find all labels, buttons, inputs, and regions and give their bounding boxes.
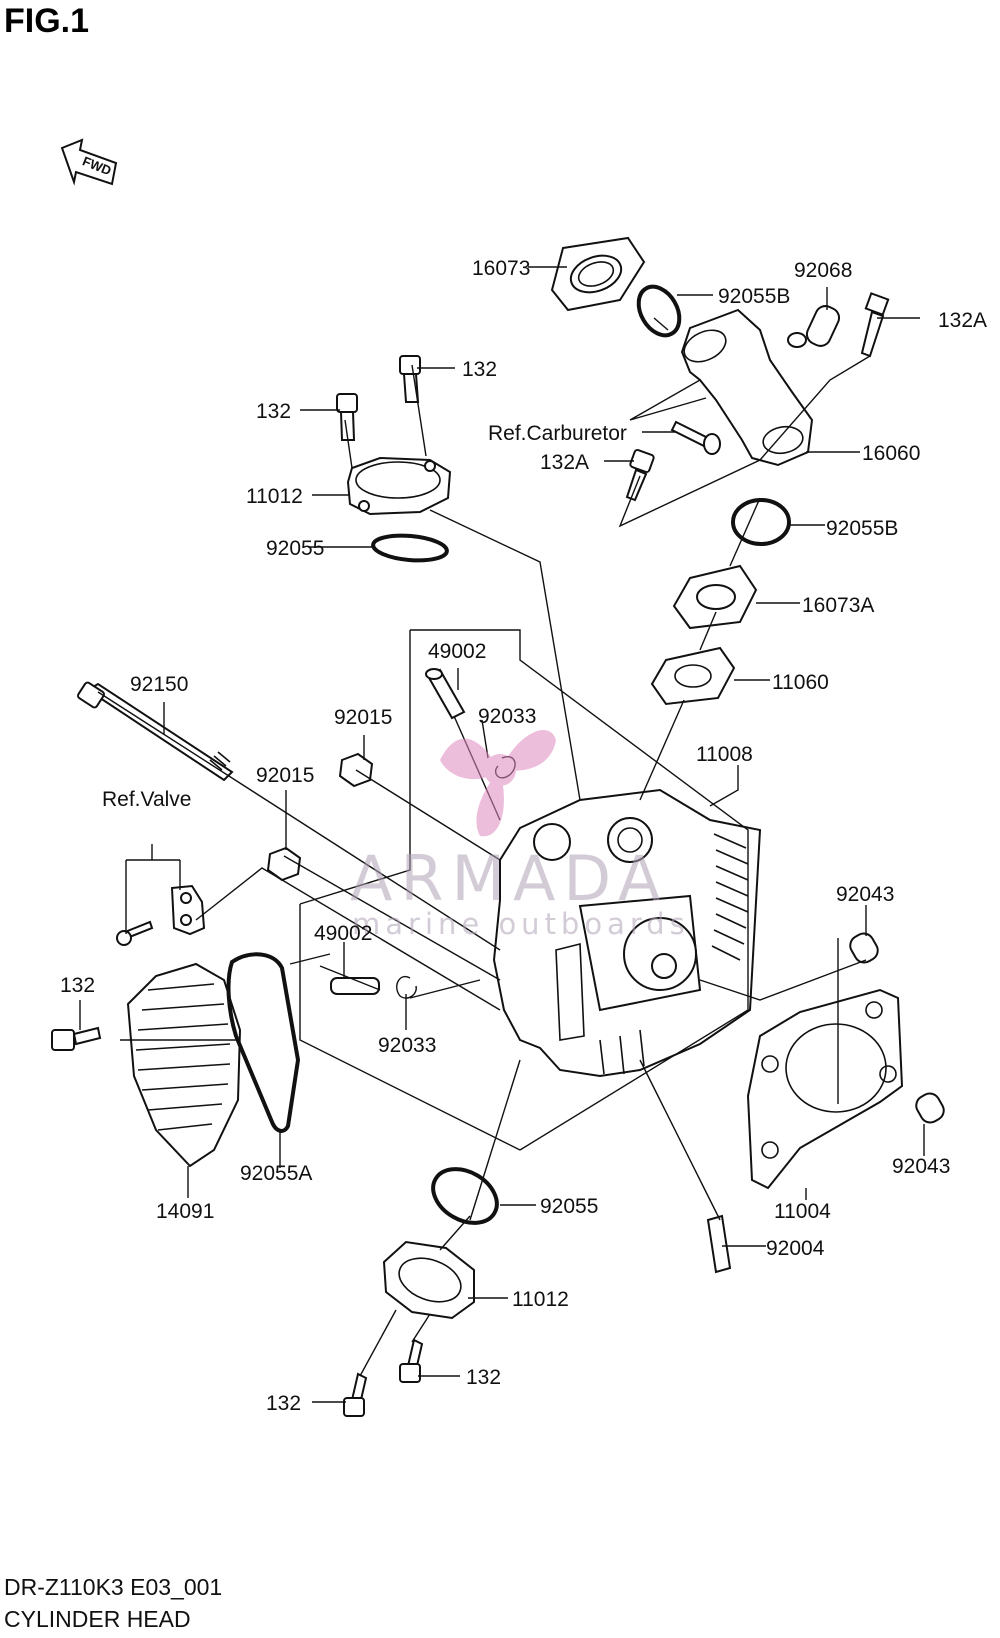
valve-guide-49002-top [425,668,466,720]
watermark: ARMADA marine outboards [350,730,690,941]
head-cover-14091 [126,962,242,1168]
callout-11004: 11004 [774,1200,831,1223]
callout-16073: 16073 [472,257,530,280]
bolt-132-left [336,393,358,441]
dowel-92068 [787,305,841,348]
callout-49002-low: 49002 [314,922,372,945]
leader-lines [79,266,925,1403]
gasket-92055a [226,952,301,1133]
callout-11060: 11060 [772,671,829,694]
fwd-arrow-icon: FWD [60,138,118,186]
intake-flange-16073 [550,236,646,312]
callout-92055a: 92055A [240,1162,312,1185]
stud-92004 [706,1214,732,1274]
gasket-11060 [650,646,736,706]
o-ring-92055b-mid [731,498,791,546]
figure-title: FIG.1 [4,2,90,40]
callout-11008: 11008 [696,743,753,766]
callout-92055b-mid: 92055B [826,517,898,540]
callout-132a-right: 132A [938,309,987,332]
dowel-92043-top [849,932,879,964]
cap-11012-low [382,1240,475,1320]
callout-92150: 92150 [130,673,188,696]
o-ring-92055-low [431,1167,499,1225]
callout-16073a: 16073A [802,594,874,617]
cylinder-head-11008 [492,788,762,1078]
callout-92015-lower: 92015 [256,764,314,787]
callout-14091: 14091 [156,1200,214,1223]
watermark-brand: ARMADA [350,842,668,915]
callout-ref-valve: Ref.Valve [102,788,192,811]
callout-132-bottom-left: 132 [266,1392,301,1415]
callout-92068: 92068 [794,259,852,282]
circlip-92033-low [396,975,417,999]
callout-92055-low: 92055 [540,1195,598,1218]
callout-132-top: 132 [462,358,497,381]
callout-92033-low: 92033 [378,1034,436,1057]
bracket-ref-valve [116,884,206,946]
callout-ref-carburetor: Ref.Carburetor [488,422,627,445]
bolt-132-side [51,1026,102,1051]
callout-132a-mid: 132A [540,451,589,474]
callout-92055b-top: 92055B [718,285,790,308]
callout-132-side: 132 [60,974,95,997]
propeller-icon [440,730,556,837]
callout-11012-low: 11012 [512,1288,569,1311]
callout-11012-top: 11012 [246,485,303,508]
callout-92004: 92004 [766,1237,825,1260]
callout-49002-top: 49002 [428,640,486,663]
callout-132-bottom-right: 132 [466,1366,501,1389]
o-ring-92055b-top [636,284,682,338]
cap-11012-top [346,456,452,516]
stud-92150 [77,681,234,782]
bolt-132a-mid [625,448,655,502]
valve-guide-49002-low [330,977,380,995]
callout-92033-top: 92033 [478,705,536,728]
callout-92055-top: 92055 [266,537,324,560]
callouts: 16073 92055B 92068 132A 132 132 Ref.Carb… [60,257,987,1415]
bolt-132a-right [860,292,890,358]
flange-16073a [672,564,758,630]
callout-132-left: 132 [256,400,291,423]
gasket-11004 [746,988,904,1190]
callout-92043-top: 92043 [836,883,894,906]
callout-92015-upper: 92015 [334,706,392,729]
watermark-tagline: marine outboards [352,907,690,941]
bolt-132-bottom-right [399,1338,424,1383]
bolt-carb-stud [670,420,721,455]
dowel-92043-low [915,1092,945,1124]
bolt-132-bottom-left [343,1372,368,1417]
assembly-name: CYLINDER HEAD [4,1606,191,1632]
callout-16060: 16060 [862,442,920,465]
o-ring-92055-top [371,533,449,563]
callout-92043-low: 92043 [892,1155,950,1178]
model-code: DR-Z110K3 E03_001 [4,1574,223,1600]
intake-pipe-16060 [680,308,814,467]
